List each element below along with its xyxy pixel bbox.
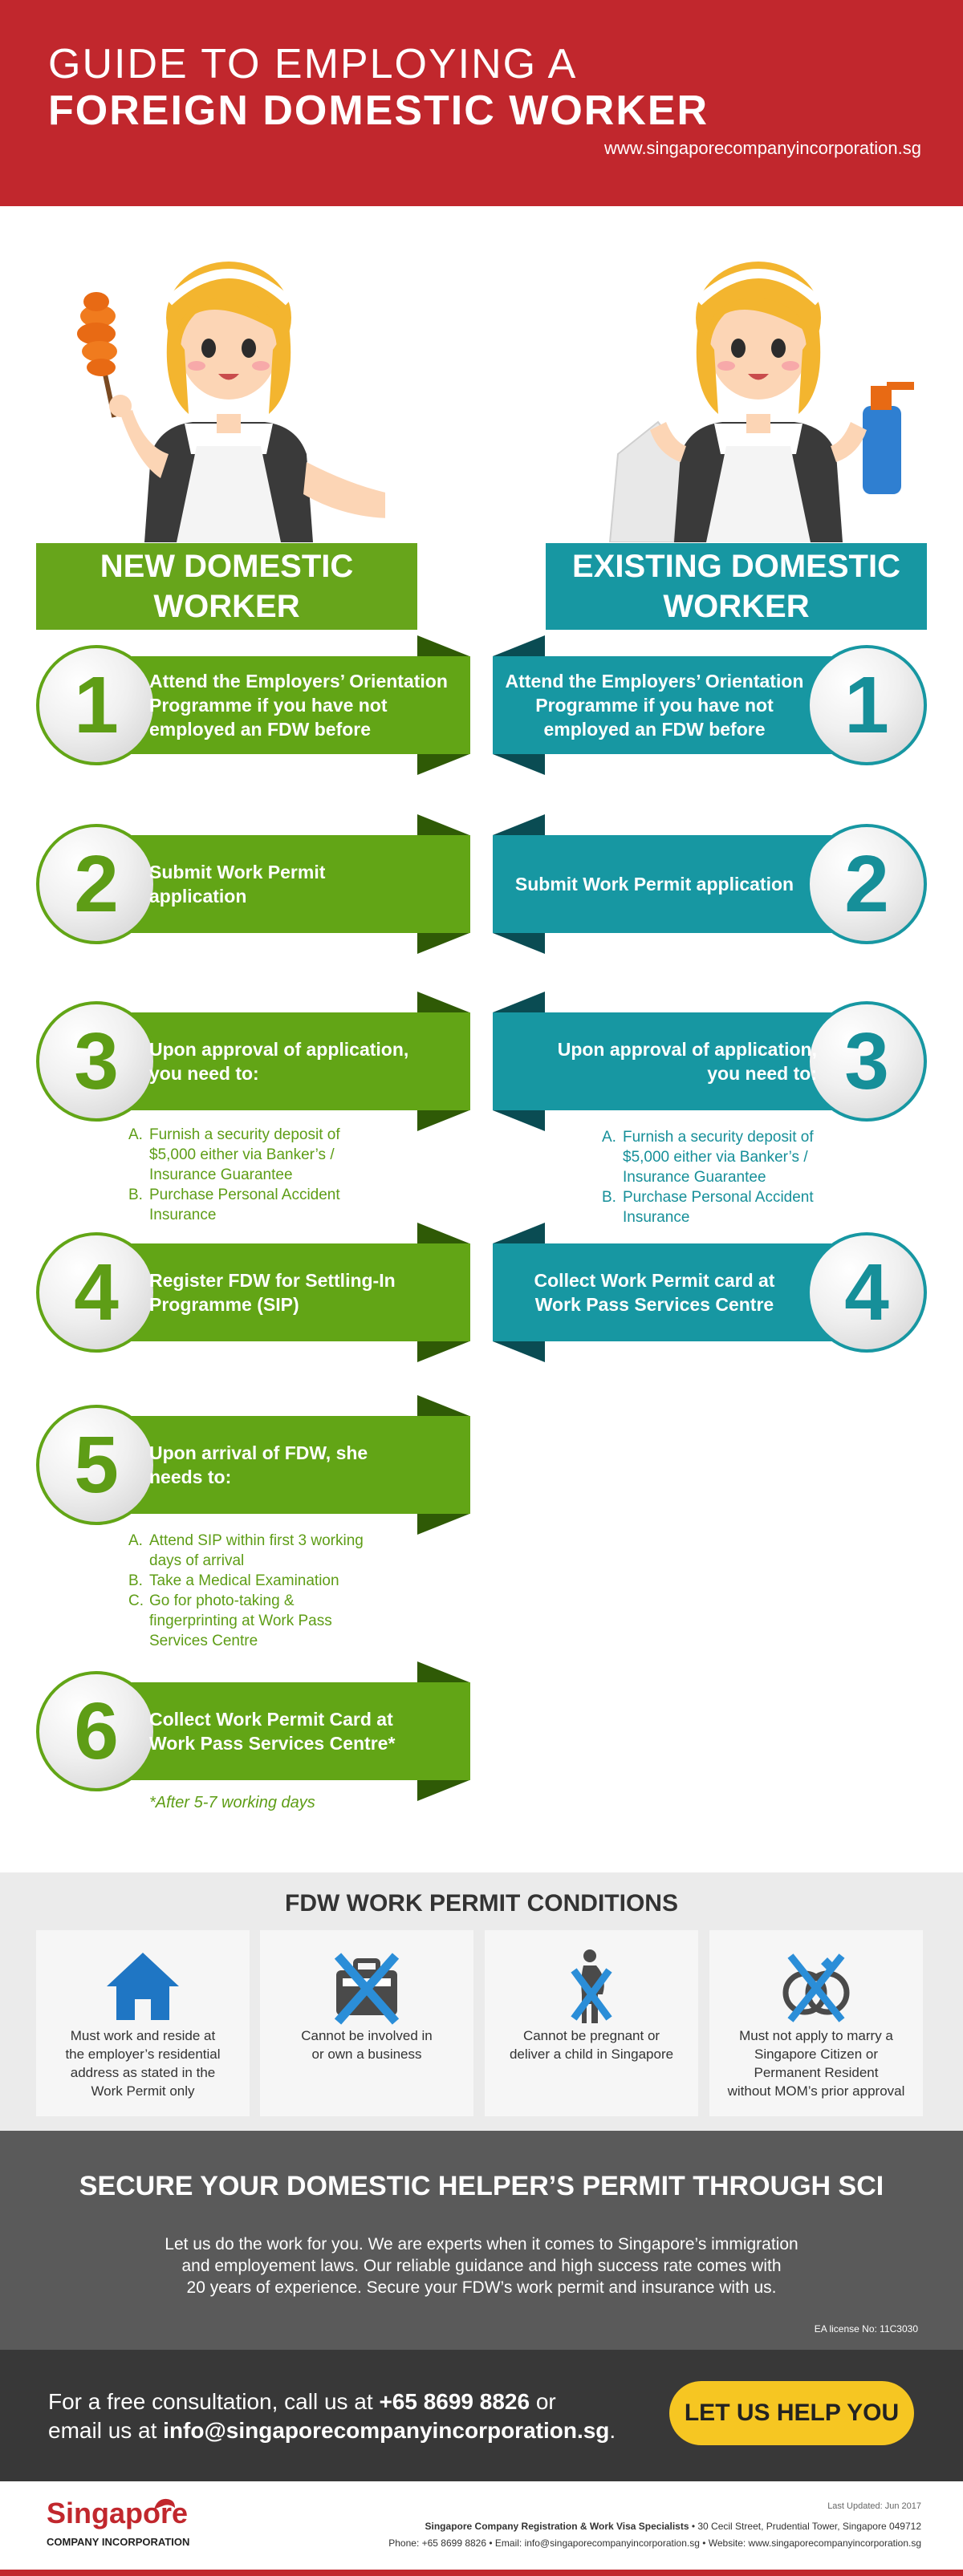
existing-step-1-number: 1 (807, 645, 927, 765)
secure-title: SECURE YOUR DOMESTIC HELPER’S PERMIT THR… (79, 2171, 884, 2201)
let-us-help-button[interactable]: LET US HELP YOU (669, 2381, 914, 2445)
list-item: A.Furnish a security deposit of$5,000 ei… (602, 1129, 814, 1186)
new-step-5-number: 5 (36, 1405, 156, 1525)
existing-step-3-list: A.Furnish a security deposit of$5,000 ei… (602, 1127, 875, 1227)
ribbon-fold (417, 992, 469, 1012)
license-number: EA license No: 11C3030 (814, 2323, 918, 2335)
ribbon-fold (417, 1223, 469, 1243)
existing-step-2-number: 2 (807, 824, 927, 944)
ribbon-fold (493, 1110, 545, 1131)
footer-bottom-bar (0, 2570, 963, 2576)
no-business-icon (334, 1953, 400, 2025)
existing-step-4-number: 4 (807, 1232, 927, 1353)
new-step-4-number: 4 (36, 1232, 156, 1353)
lion-logo-icon (154, 2498, 175, 2509)
existing-worker-heading: EXISTING DOMESTIC WORKER (546, 543, 927, 630)
existing-step-3-number: 3 (807, 1001, 927, 1122)
new-step-1-number: 1 (36, 645, 156, 765)
new-worker-heading-line1: NEW DOMESTIC (100, 549, 354, 584)
last-updated: Last Updated: Jun 2017 (827, 2501, 921, 2511)
ribbon-fold (417, 754, 469, 775)
page-title-line1: GUIDE TO EMPLOYING A (48, 41, 578, 87)
new-step-2-number: 2 (36, 824, 156, 944)
phone-link[interactable]: +65 8699 8826 (379, 2389, 530, 2414)
page-title-line2: FOREIGN DOMESTIC WORKER (48, 87, 709, 134)
ribbon-fold (417, 1110, 469, 1131)
existing-step-2-text: Submit Work Permit application (514, 874, 794, 895)
ribbon-fold (493, 992, 545, 1012)
working-days-note: *After 5-7 working days (149, 1794, 315, 1811)
spray-bottle-icon (863, 382, 914, 494)
new-worker-heading-line2: WORKER (153, 589, 300, 624)
existing-worker-heading-line1: EXISTING DOMESTIC (572, 549, 900, 584)
new-worker-heading: NEW DOMESTIC WORKER (36, 543, 417, 630)
no-pregnancy-icon (571, 1949, 612, 2023)
ribbon-fold (417, 1395, 469, 1416)
ribbon-fold (493, 933, 545, 954)
ribbon-fold (417, 1661, 469, 1682)
maid-with-duster-illustration (77, 262, 385, 542)
list-item: C.Go for photo-taking &fingerprinting at… (128, 1592, 332, 1649)
ribbon-fold (493, 814, 545, 835)
header-banner (0, 0, 963, 206)
ribbon-fold (417, 635, 469, 656)
ribbon-fold (493, 1223, 545, 1243)
ribbon-fold (417, 1341, 469, 1362)
secure-description: Let us do the work for you. We are exper… (165, 2235, 798, 2297)
new-step-6-number: 6 (36, 1671, 156, 1791)
maid-with-cleaning-supplies-illustration (608, 262, 914, 542)
new-step-3-number: 3 (36, 1001, 156, 1122)
footer-contact: Phone: +65 8699 8826 • Email: info@singa… (388, 2537, 921, 2549)
existing-worker-heading-line2: WORKER (663, 589, 810, 624)
house-icon (107, 1953, 179, 2020)
ribbon-fold (493, 1341, 545, 1362)
list-item: B.Take a Medical Examination (128, 1572, 339, 1589)
cta-call-line: For a free consultation, call us at +65 … (48, 2389, 556, 2414)
email-link[interactable]: info@singaporecompanyincorporation.sg (163, 2418, 610, 2443)
list-item: A.Furnish a security deposit of$5,000 ei… (128, 1126, 340, 1183)
existing-step-3-text: Upon approval of application,you need to… (557, 1039, 817, 1084)
new-step-3-list: A.Furnish a security deposit of$5,000 ei… (128, 1125, 417, 1225)
ribbon-fold (417, 933, 469, 954)
ribbon-fold (417, 1514, 469, 1535)
company-logo-subtitle: COMPANY INCORPORATION (47, 2536, 190, 2548)
ribbon-fold (493, 635, 545, 656)
footer (0, 2481, 963, 2576)
footer-address: Singapore Company Registration & Work Vi… (425, 2521, 921, 2532)
no-marriage-rings-icon (782, 1953, 850, 2022)
website-link[interactable]: www.singaporecompanyincorporation.sg (604, 138, 921, 158)
secure-section (0, 2131, 963, 2350)
ribbon-fold (417, 1780, 469, 1801)
feather-duster-icon (77, 292, 117, 418)
conditions-title: FDW WORK PERMIT CONDITIONS (285, 1890, 678, 1917)
ribbon-fold (493, 754, 545, 775)
cta-email-line: email us at info@singaporecompanyincorpo… (48, 2418, 616, 2443)
ribbon-fold (417, 814, 469, 835)
new-step-3-text: Upon approval of application,you need to… (149, 1039, 409, 1084)
